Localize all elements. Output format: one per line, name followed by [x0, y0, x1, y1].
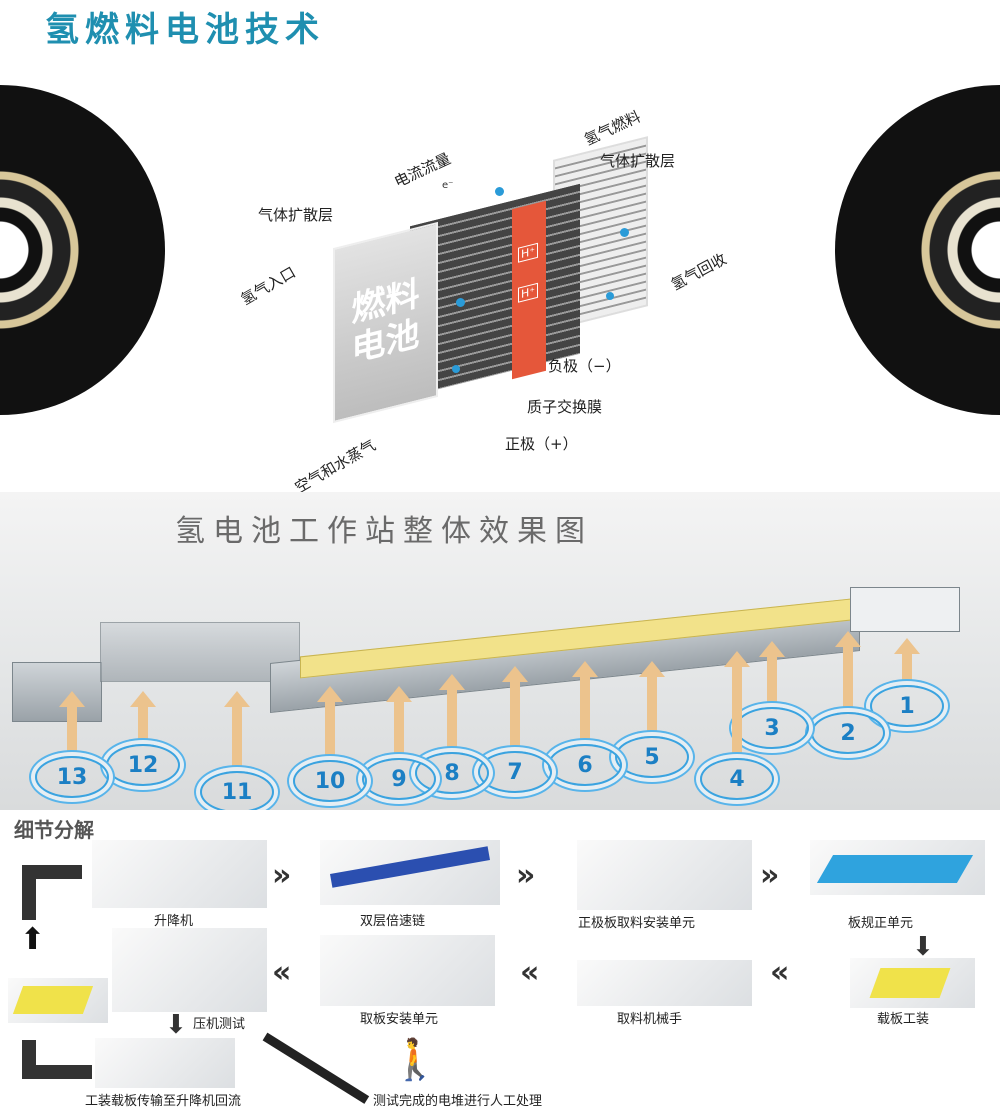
anode-unit-image [577, 840, 752, 910]
station-marker-7: 7 [478, 751, 552, 793]
station-arrow [572, 661, 598, 745]
step-press-test: 压机测试 [193, 1017, 246, 1032]
label-negative: 负极（−） [548, 357, 621, 375]
station-marker-10: 10 [293, 760, 367, 802]
lift-image [92, 840, 267, 908]
station-arrow [386, 686, 412, 759]
station-arrow [439, 674, 465, 753]
label-gas-diffusion-left: 气体扩散层 [258, 206, 334, 224]
step-manual: 测试完成的电堆进行人工处理 [373, 1094, 543, 1109]
step-carrier: 载板工装 [877, 1012, 930, 1027]
decorative-disc-left [0, 85, 165, 415]
lift-machine [12, 662, 102, 722]
hydrogen-dot [620, 228, 629, 237]
station-marker-3: 3 [735, 707, 809, 749]
station-arrow [224, 691, 250, 772]
station-arrow [130, 691, 156, 745]
picker-image [577, 960, 752, 1006]
station-marker-2: 2 [811, 712, 885, 754]
hydrogen-dot [452, 365, 460, 373]
label-gas-diffusion-right: 气体扩散层 [600, 152, 676, 170]
arrow-corner-icon [22, 865, 82, 879]
carrier-image [850, 958, 975, 1008]
arrow-down-icon: ⬇ [912, 932, 934, 962]
chevron-left-icon: « [520, 955, 540, 990]
step-picker: 取料机械手 [617, 1012, 683, 1027]
station-arrow [835, 631, 861, 713]
label-membrane: 质子交换膜 [527, 398, 603, 416]
station-arrow [59, 691, 85, 757]
h-ion-label: H⁺ [518, 282, 539, 303]
arrow-up-icon: ⬆ [20, 922, 46, 957]
station-marker-12: 12 [106, 744, 180, 786]
station-arrow [724, 651, 750, 759]
station-arrow [502, 666, 528, 752]
worker-icon: 🚶 [390, 1037, 440, 1083]
return-image [95, 1038, 235, 1088]
details-section: 细节分解 升降机 » 双层倍速链 » 正极板取料安装单元 » 板规正单元 ⬇ 载… [0, 810, 1000, 1109]
end-cabinet [850, 587, 960, 632]
chevron-right-icon: » [516, 858, 536, 893]
station-marker-13: 13 [35, 756, 109, 798]
page-title: 氢燃料电池技术 [45, 10, 325, 50]
workstation-title: 氢电池工作站整体效果图 [175, 514, 593, 549]
plate-align-image [810, 840, 985, 895]
station-marker-9: 9 [362, 758, 436, 800]
step-return: 工装载板传输至升降机回流 [85, 1094, 242, 1109]
step-chain: 双层倍速链 [360, 914, 426, 929]
station-marker-1: 1 [870, 685, 944, 727]
chevron-right-icon: » [272, 858, 292, 893]
chevron-right-icon: » [760, 858, 780, 893]
station-marker-4: 4 [700, 758, 774, 800]
hydrogen-dot [495, 187, 504, 196]
station-marker-5: 5 [615, 736, 689, 778]
press-test-image [112, 928, 267, 1012]
chevron-left-icon: « [272, 955, 292, 990]
decorative-disc-right [835, 85, 1000, 415]
label-air-vapor: 空气和水蒸气 [291, 436, 379, 492]
arrow-down-icon: ⬇ [165, 1010, 187, 1040]
arrow-return-icon [22, 1065, 92, 1079]
step-anode-unit: 正极板取料安装单元 [578, 916, 696, 931]
label-hydrogen-inlet: 氢气入口 [237, 263, 299, 309]
label-hydrogen-recovery: 氢气回收 [668, 249, 730, 294]
step-plate-align: 板规正单元 [848, 916, 914, 931]
station-arrow [894, 638, 920, 686]
hydrogen-dot [456, 298, 465, 307]
label-positive: 正极（+） [505, 435, 578, 453]
electron-label: e⁻ [442, 180, 454, 191]
details-title: 细节分解 [14, 818, 94, 842]
fuel-cell-plate: 燃料 电池 [333, 221, 438, 424]
station-arrow [759, 641, 785, 708]
station-arrow [639, 661, 665, 737]
chain-image [320, 840, 500, 905]
chevron-left-icon: « [770, 955, 790, 990]
proton-exchange-membrane: H⁺ H⁺ [512, 200, 546, 380]
test-press [100, 622, 300, 682]
step-plate-install: 取板安装单元 [360, 1012, 439, 1027]
step-lift: 升降机 [154, 914, 194, 929]
fuel-cell-section: 氢燃料电池技术 H⁺ H⁺ 燃料 电池 e⁻ 氢气燃料 电流流量 气体扩散层 气… [0, 0, 1000, 492]
hydrogen-dot [606, 292, 614, 300]
carrier-image-left [8, 978, 108, 1023]
plate-install-image [320, 935, 495, 1006]
station-arrow [317, 686, 343, 761]
arrow-diagonal-icon [262, 1032, 370, 1104]
station-marker-11: 11 [200, 771, 274, 810]
station-marker-6: 6 [548, 744, 622, 786]
h-ion-label: H⁺ [518, 242, 539, 263]
